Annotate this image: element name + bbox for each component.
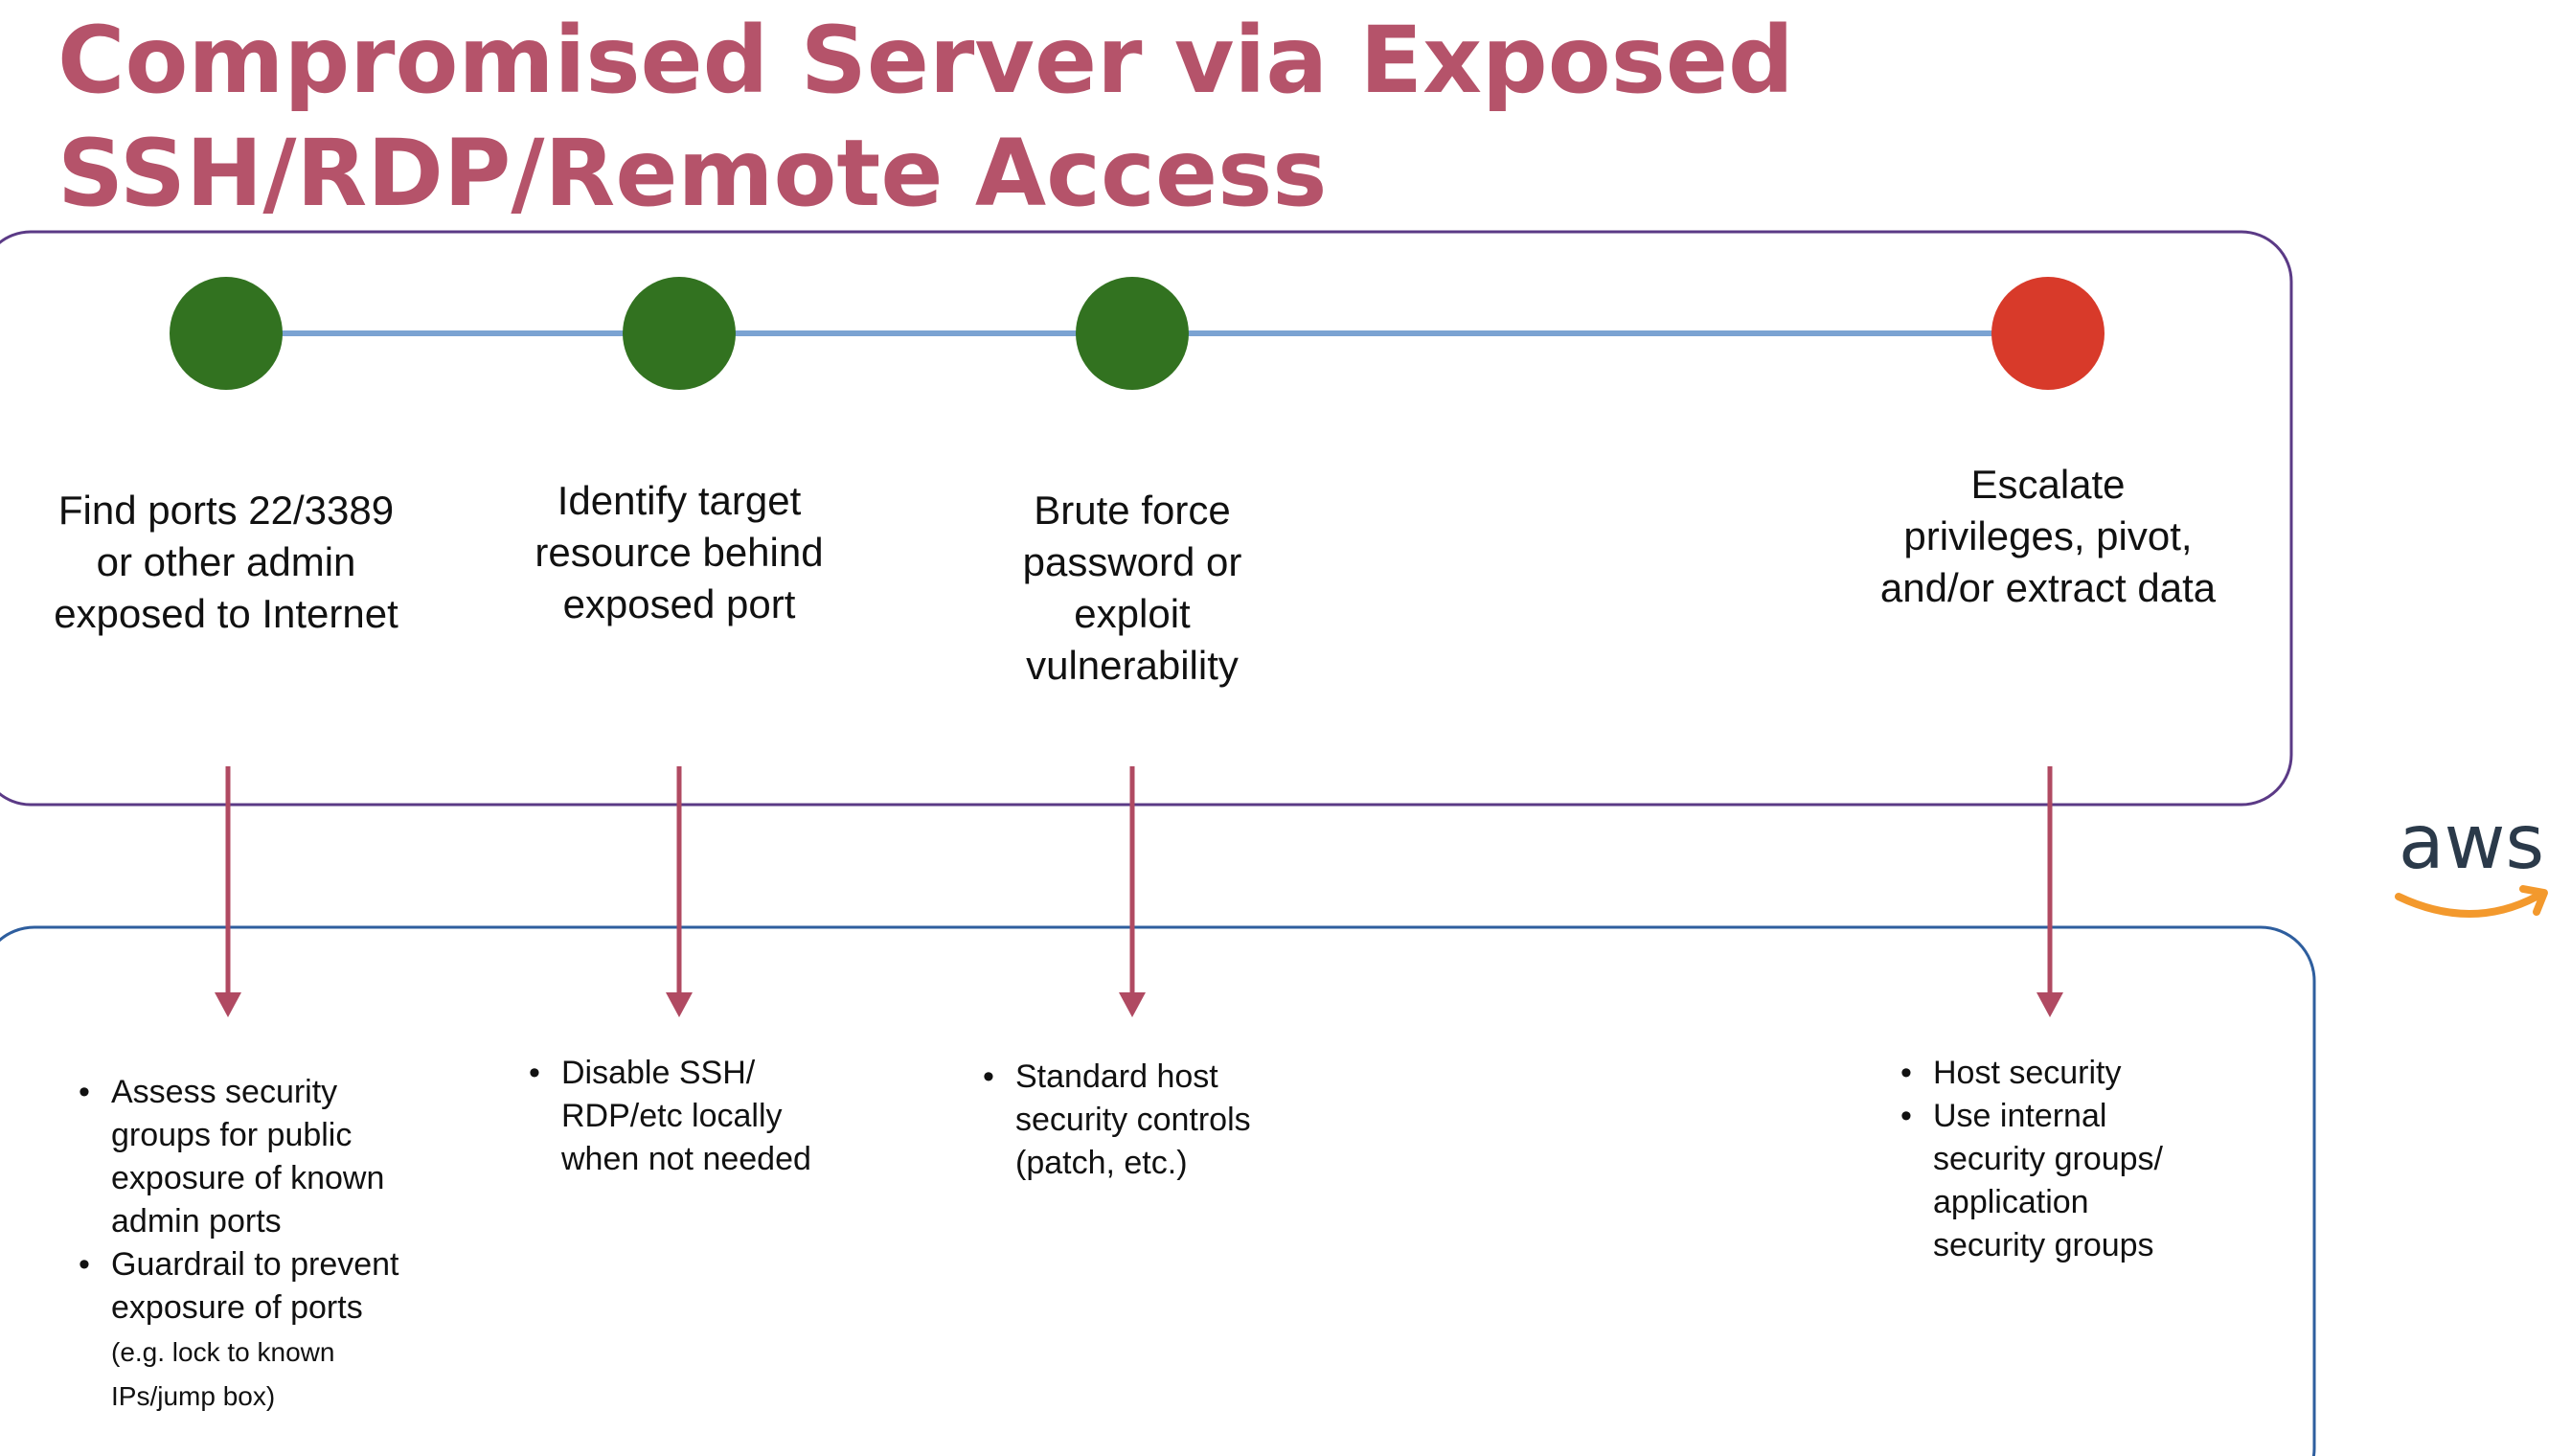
mitigation-item: Disable SSH/ RDP/etc locally when not ne… [529,1052,854,1181]
mitigation-note: (e.g. lock to known IPs/jump box) [111,1337,335,1411]
mitigation-item: Assess security groups for public exposu… [79,1071,404,1243]
mitigation-list-3: Standard host security controls (patch, … [983,1056,1289,1185]
attack-stages-box [0,230,2293,807]
aws-smile-icon [2395,885,2548,918]
step-4-arrowhead [2036,992,2063,1017]
mitigation-list-1: Assess security groups for public exposu… [79,1071,404,1418]
mitigation-item: Standard host security controls (patch, … [983,1056,1289,1185]
mitigation-item: Host security [1900,1052,2207,1095]
mitigation-list-2: Disable SSH/ RDP/etc locally when not ne… [529,1052,854,1181]
mitigation-item: Use internal security groups/ applicatio… [1900,1095,2207,1267]
step-2-arrowhead [666,992,693,1017]
step-1-node-icon [170,277,283,390]
mitigation-list-4: Host security Use internal security grou… [1900,1052,2207,1267]
step-3-arrowhead [1119,992,1146,1017]
aws-logo-text: aws [2398,800,2545,886]
step-1-arrowhead [215,992,241,1017]
step-2-node-icon [623,277,736,390]
step-3-node-icon [1076,277,1189,390]
step-4-label: Escalate privileges, pivot, and/or extra… [1879,462,2217,610]
step-3-label: Brute force password or exploit vulnerab… [1022,488,1242,688]
mitigation-item: Guardrail to prevent exposure of ports (… [79,1243,404,1418]
step-1-label: Find ports 22/3389 or other admin expose… [54,488,398,636]
page-title: Compromised Server via Exposed SSH/RDP/R… [57,7,1794,227]
aws-logo: aws [2385,805,2558,929]
step-2-label: Identify target resource behind exposed … [535,478,824,626]
step-4-node-icon [1991,277,2105,390]
mitigations-box [0,925,2316,1456]
